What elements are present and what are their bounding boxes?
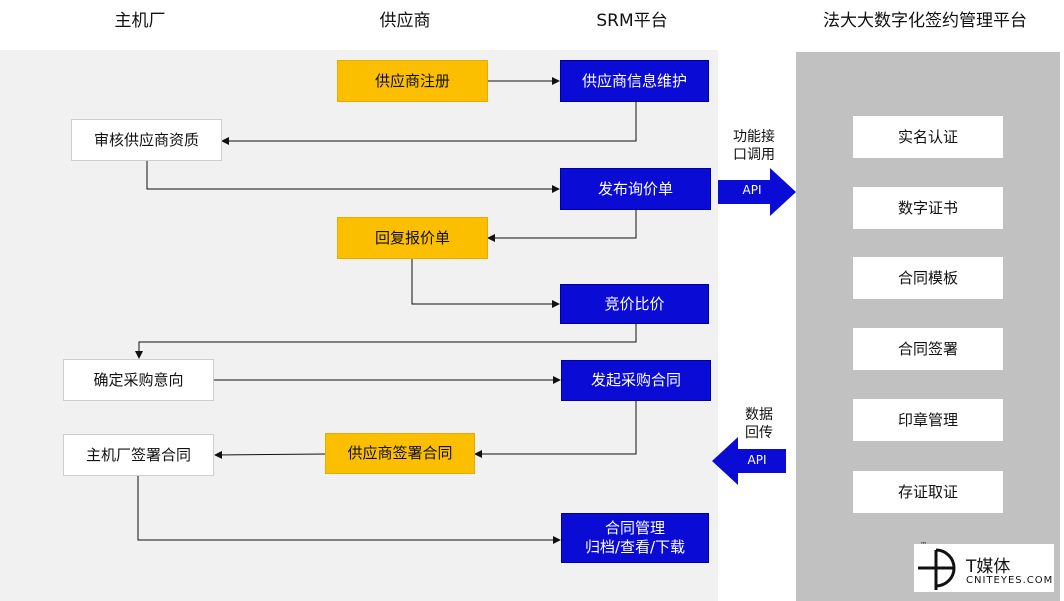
connector-bidding-to-intent: [135, 324, 637, 359]
connector-quote-to-bidding: [411, 259, 560, 308]
service-evidence: 存证取证: [853, 471, 1003, 513]
api-return-label: API: [747, 453, 767, 467]
header-srm: SRM平台: [596, 11, 668, 31]
contract-management-line2: 归档/查看/下载: [584, 538, 686, 556]
node-supplier-sign: 供应商签署合同: [325, 433, 475, 474]
api-return-note-line2: 回传: [745, 425, 773, 442]
watermark-logo: ™ T媒体 CNITEYES.COM: [914, 541, 1054, 592]
node-contract-management: 合同管理 归档/查看/下载: [561, 513, 709, 563]
api-call-note-line1: 功能接: [733, 129, 775, 145]
service-digital-certificate: 数字证书: [853, 187, 1003, 229]
logo-name: T媒体: [966, 557, 1011, 577]
connector-rfq-to-quote: [487, 210, 637, 242]
node-supplier-register: 供应商注册: [337, 60, 488, 102]
node-reply-quote: 回复报价单: [337, 217, 488, 259]
node-oem-sign: 主机厂签署合同: [63, 434, 214, 476]
header-supplier: 供应商: [379, 11, 431, 31]
connector-contract-to-supplier-sign: [474, 401, 637, 458]
api-return-arrow: [712, 437, 786, 485]
api-call-arrow: [718, 168, 796, 216]
connector-info-to-review: [221, 102, 637, 145]
logo-mark-icon: [918, 548, 956, 590]
node-bidding: 竞价比价: [560, 284, 709, 324]
node-publish-rfq: 发布询价单: [560, 168, 711, 210]
logo-sub: CNITEYES.COM: [966, 575, 1054, 586]
node-initiate-contract: 发起采购合同: [561, 360, 711, 401]
contract-management-line1: 合同管理: [604, 519, 665, 538]
header-oem: 主机厂: [114, 11, 166, 31]
api-return-note-line1: 数据: [745, 407, 773, 423]
api-return-note: 数据 回传: [735, 406, 783, 442]
header-fadada: 法大大数字化签约管理平台: [823, 11, 1027, 31]
service-seal-management: 印章管理: [853, 399, 1003, 441]
node-supplier-info: 供应商信息维护: [560, 60, 709, 102]
api-call-label: API: [742, 183, 762, 197]
connector-oem-sign-to-mgmt: [137, 476, 561, 544]
service-contract-template: 合同模板: [853, 257, 1003, 299]
service-contract-signing: 合同签署: [853, 328, 1003, 370]
node-confirm-intent: 确定采购意向: [63, 359, 214, 401]
service-real-name-auth: 实名认证: [853, 116, 1003, 158]
connector-review-to-rfq: [146, 161, 560, 193]
node-review-qualification: 审核供应商资质: [71, 119, 222, 161]
api-call-note-line2: 口调用: [733, 147, 775, 164]
connector-supplier-sign-to-oem-sign: [214, 450, 327, 459]
logo-tm: ™: [920, 541, 927, 549]
api-call-note: 功能接 口调用: [722, 128, 786, 164]
